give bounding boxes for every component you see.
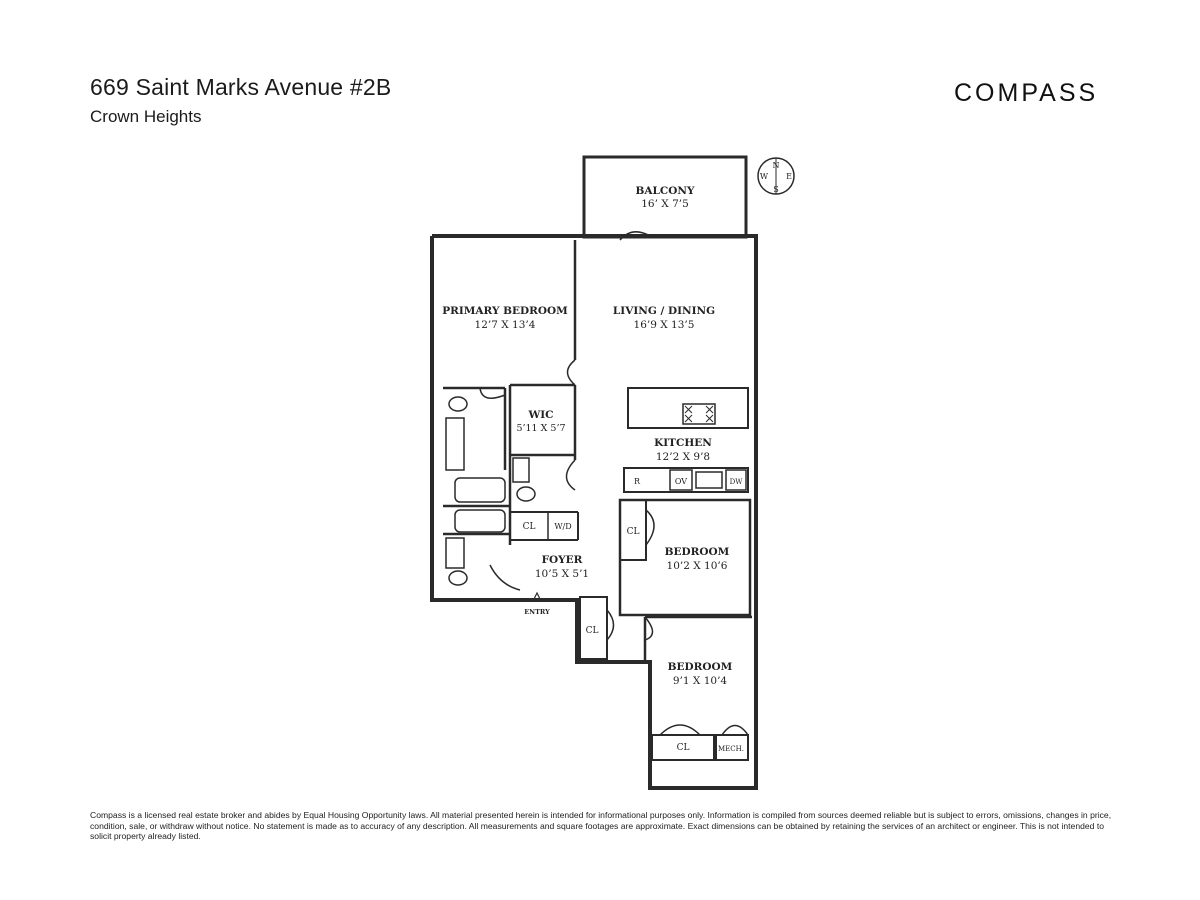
door-swing (479, 387, 506, 399)
door-swing (645, 509, 655, 546)
kitchen-counter (623, 467, 749, 493)
bedroom-2-dims: 9’1 X 10’4 (673, 675, 728, 687)
bedroom-1-dims: 10’2 X 10’6 (667, 560, 728, 572)
oven-label: OV (675, 477, 687, 486)
closet-bedroom-2-label: CL (677, 743, 690, 753)
kitchen-label: KITCHEN (654, 437, 712, 449)
door-swing (619, 231, 651, 241)
dishwasher-label: DW (730, 478, 744, 486)
compass-w: W (760, 172, 769, 181)
cooktop (682, 403, 716, 425)
bathtub (454, 509, 506, 533)
compass-logo: COMPASS (954, 79, 1099, 107)
door-swing (721, 724, 749, 736)
entry-marker-icon (532, 591, 542, 602)
listing-neighborhood: Crown Heights (90, 107, 202, 126)
balcony-outline (582, 155, 748, 239)
dishwasher (725, 469, 747, 491)
mech-label: MECH. (718, 745, 744, 753)
wic-dims: 5’11 X 5’7 (516, 423, 565, 434)
primary-bedroom-dims: 12’7 X 13’4 (475, 319, 536, 331)
living-dining-label: LIVING / DINING (613, 305, 715, 317)
oven (669, 469, 693, 491)
bedroom-2-label: BEDROOM (668, 661, 733, 673)
primary-bedroom-label: PRIMARY BEDROOM (442, 305, 568, 317)
kitchen-island (627, 387, 749, 429)
legal-disclaimer: Compass is a licensed real estate broker… (90, 810, 1112, 841)
compass-n: N (773, 161, 780, 170)
kitchen-dims: 12’2 X 9’8 (656, 451, 710, 463)
bathtub (454, 477, 506, 503)
washer-dryer-label: W/D (554, 522, 571, 531)
balcony-label: BALCONY (635, 185, 695, 197)
closet-bedroom-1-label: CL (627, 527, 640, 537)
living-dining-dims: 16’9 X 13’5 (634, 319, 695, 331)
closet-entry-label: CL (586, 626, 599, 636)
closet-bedroom-2-wall (651, 734, 715, 761)
wic-label: WIC (527, 409, 553, 421)
toilet (448, 570, 468, 586)
foyer-label: FOYER (542, 554, 583, 566)
outer-wall (430, 234, 758, 790)
sink (695, 471, 723, 489)
refrigerator-label: R (634, 477, 641, 486)
door-swing (644, 616, 654, 641)
door-swing (565, 459, 576, 491)
bedroom-1-label: BEDROOM (665, 546, 730, 558)
entry-label: ENTRY (524, 608, 550, 616)
vanity (445, 537, 465, 569)
mech-wall (715, 734, 749, 761)
balcony-dims: 16’ X 7’5 (641, 198, 689, 210)
toilet (448, 396, 468, 412)
door-swing (659, 724, 701, 736)
door-swing (489, 564, 521, 591)
vanity (512, 457, 530, 483)
foyer-dims: 10’5 X 5’1 (535, 568, 589, 580)
closet-bedroom-1-wall (619, 499, 647, 561)
compass-s: S (773, 185, 778, 194)
closet-foyer-label: CL (523, 522, 536, 532)
listing-address: 669 Saint Marks Avenue #2B (90, 74, 392, 100)
door-swing (566, 359, 576, 386)
vanity (445, 417, 465, 471)
door-swing (606, 609, 615, 641)
compass-e: E (786, 172, 792, 181)
toilet (516, 486, 536, 502)
